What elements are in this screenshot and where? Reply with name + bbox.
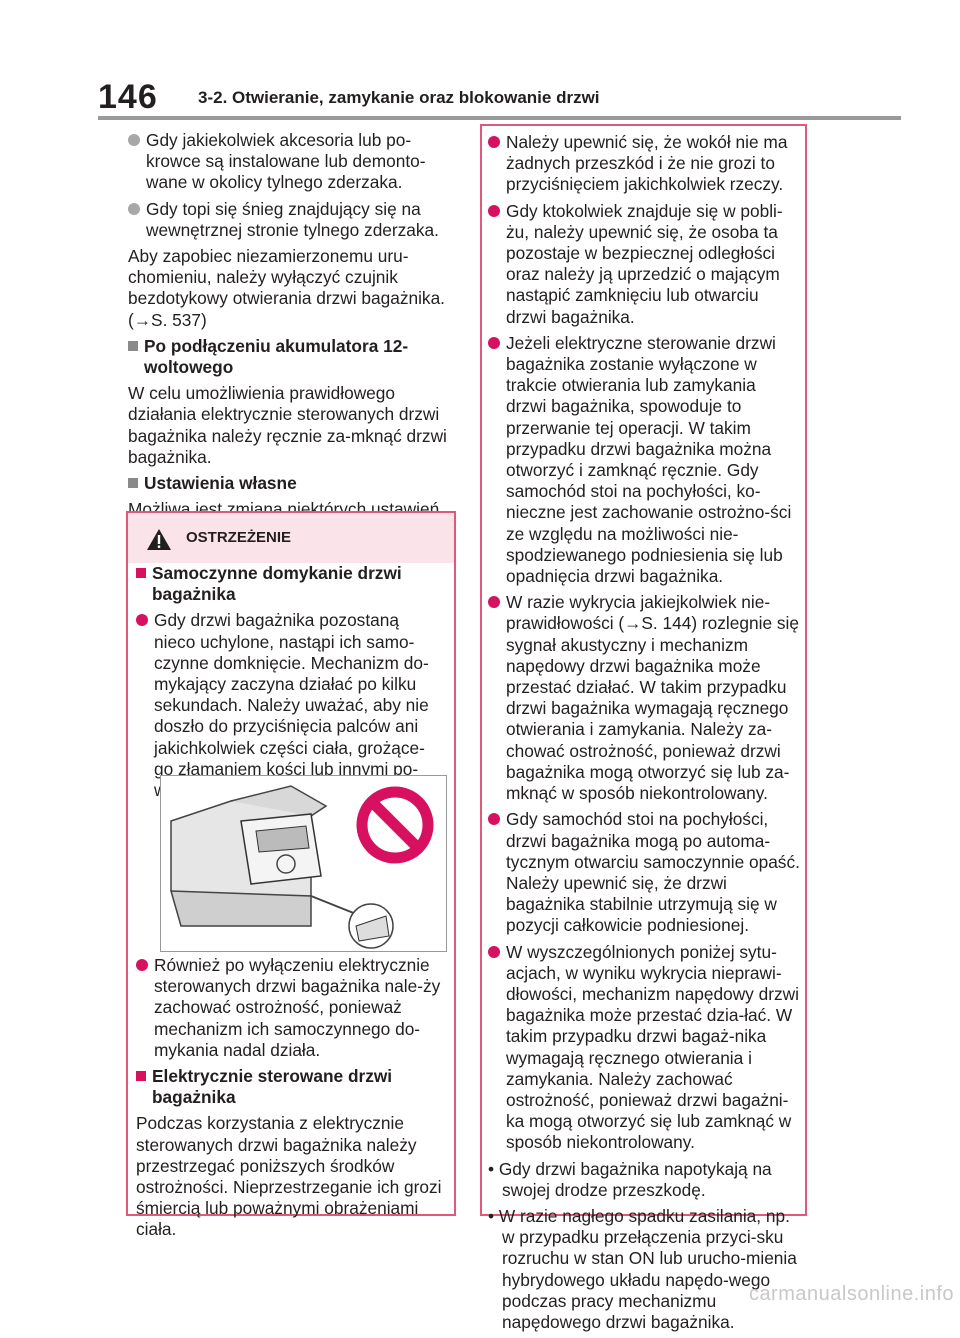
list-item: Gdy ktokolwiek znajduje się w pobli-żu, … (488, 201, 800, 328)
warning-box-right (480, 124, 807, 1216)
list-item: W wyszczególnionych poniżej sytu-acjach,… (488, 942, 800, 1154)
list-item: W razie wykrycia jakiejkolwiek nie-prawi… (488, 592, 800, 804)
header-divider (98, 116, 901, 120)
list-item: Gdy jakiekolwiek akcesoria lub po-krowce… (128, 130, 453, 194)
warning-right-text: Należy upewnić się, że wokół nie ma żadn… (488, 132, 800, 1338)
section-title: 3-2. Otwieranie, zamykanie oraz blokowan… (198, 88, 600, 107)
bullet-icon (488, 136, 500, 148)
warning-triangle-icon (147, 529, 171, 550)
dash-item: • Gdy drzwi bagażnika napotykają na swoj… (488, 1158, 772, 1200)
subheading: Elektrycznie sterowane drzwi bagażnika (136, 1066, 446, 1108)
subheading: Samoczynne domykanie drzwi bagażnika (136, 563, 444, 605)
square-bullet-icon (136, 568, 146, 578)
tailgate-illustration (160, 775, 447, 952)
watermark: carmanualsonline.info (748, 1283, 954, 1305)
bullet-icon (128, 202, 140, 215)
prohibition-icon (356, 786, 434, 864)
list-item: Gdy samochód stoi na pochyłości, drzwi b… (488, 809, 800, 936)
car-rear-icon (169, 785, 394, 949)
subheading: Po podłączeniu akumulatora 12-woltowego (128, 336, 453, 378)
bullet-icon (488, 813, 500, 826)
list-item: Gdy topi się śnieg znajdujący się na wew… (128, 199, 453, 241)
bullet-icon (488, 596, 500, 609)
warning-label: OSTRZEŻENIE (186, 529, 292, 546)
list-item: Należy upewnić się, że wokół nie ma żadn… (488, 132, 800, 196)
paragraph: Aby zapobiec niezamierzonemu uru-chomien… (128, 246, 445, 330)
bullet-icon (488, 945, 500, 958)
bullet-icon (128, 134, 140, 146)
warning-left-text-top: Samoczynne domykanie drzwi bagażnika Gdy… (136, 563, 444, 806)
warning-header: OSTRZEŻENIE (128, 513, 454, 563)
square-bullet-icon (128, 478, 138, 489)
square-bullet-icon (136, 1071, 146, 1082)
paragraph: Podczas korzystania z elektrycznie stero… (136, 1113, 442, 1240)
bullet-icon (136, 959, 148, 971)
paragraph: W celu umożliwienia prawidłowego działan… (128, 383, 447, 467)
bullet-icon (136, 614, 148, 627)
left-column-text: Gdy jakiekolwiek akcesoria lub po-krowce… (128, 130, 453, 547)
page-number: 146 (98, 78, 158, 116)
list-item: Gdy drzwi bagażnika pozostaną nieco uchy… (136, 610, 444, 801)
bullet-icon (488, 336, 500, 349)
list-item: Również po wyłączeniu elektrycznie stero… (136, 955, 446, 1061)
square-bullet-icon (128, 340, 138, 351)
warning-left-text-bottom: Również po wyłączeniu elektrycznie stero… (136, 955, 446, 1246)
bullet-icon (488, 204, 500, 217)
subheading: Ustawienia własne (128, 473, 453, 494)
list-item: Jeżeli elektryczne sterowanie drzwi baga… (488, 333, 800, 587)
dash-item: • W razie nagłego spadku zasilania, np. … (488, 1205, 797, 1332)
